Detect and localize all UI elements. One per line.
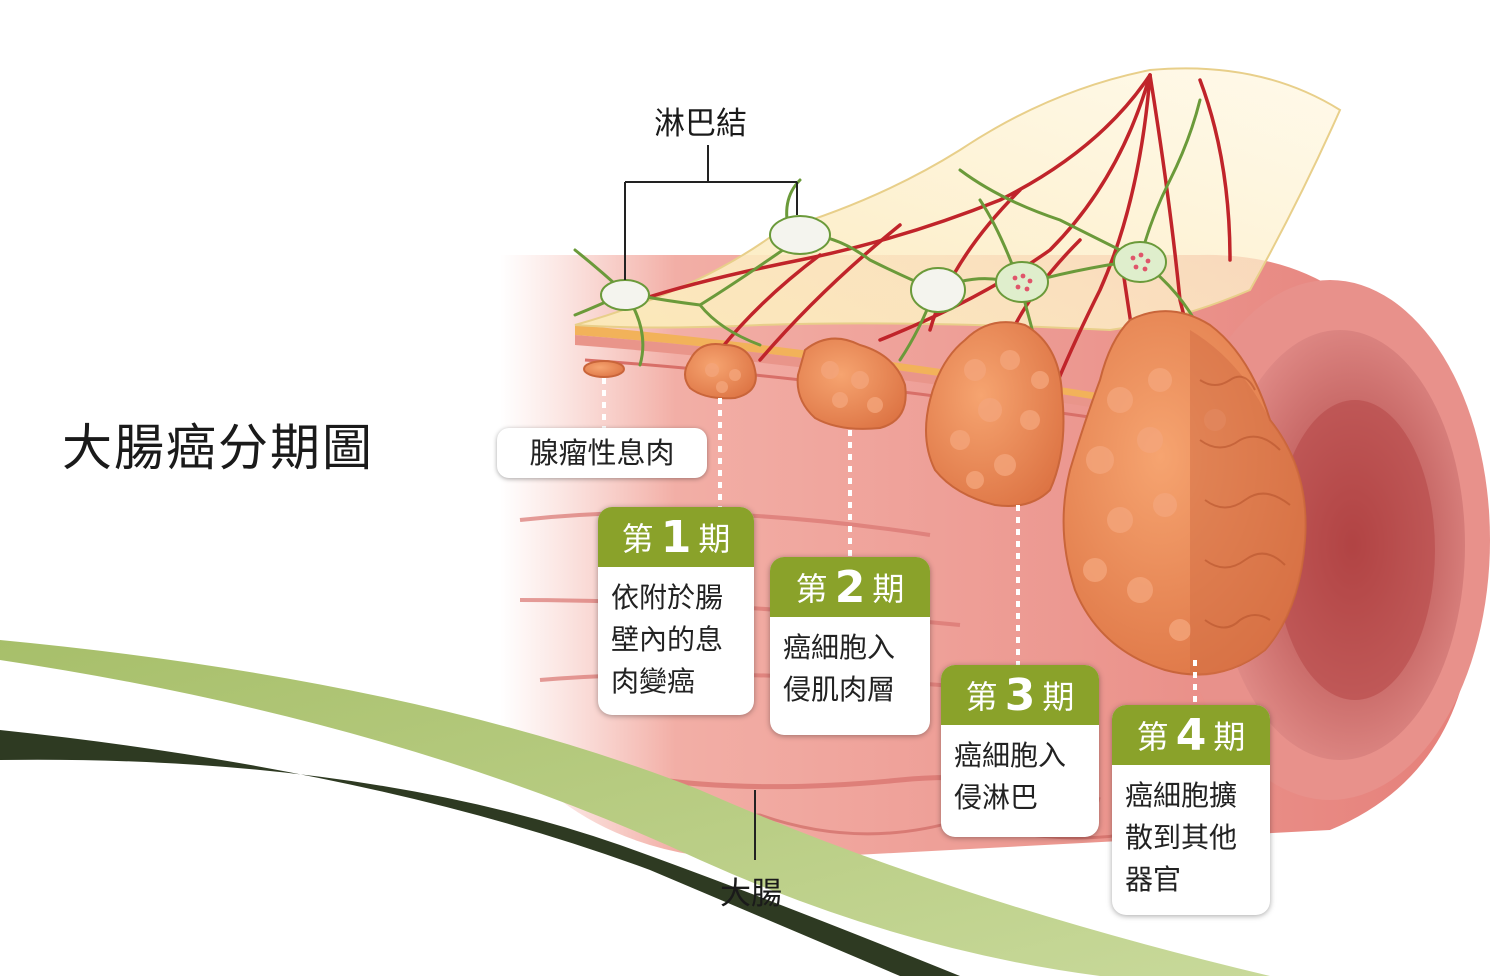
stage-number: 3 — [1005, 670, 1036, 721]
stage-4-description: 癌細胞擴 散到其他 器官 — [1112, 765, 1270, 915]
stage-1-header: 第 1 期 — [598, 507, 754, 567]
stage-number: 1 — [661, 512, 692, 563]
stage-2-card: 第 2 期 癌細胞入 侵肌肉層 — [770, 557, 930, 735]
stage-4-header: 第 4 期 — [1112, 705, 1270, 765]
stage-line: 壁內的息 — [611, 619, 742, 661]
stage-line: 侵淋巴 — [954, 777, 1087, 819]
stage-line: 癌細胞入 — [783, 627, 918, 669]
tumor-polyp — [584, 361, 624, 377]
stage-4-card: 第 4 期 癌細胞擴 散到其他 器官 — [1112, 705, 1270, 915]
stage-1-card: 第 1 期 依附於腸 壁內的息 肉變癌 — [598, 507, 754, 715]
stage-3-description: 癌細胞入 侵淋巴 — [941, 725, 1099, 833]
stage-line: 器官 — [1125, 859, 1258, 901]
stage-2-header: 第 2 期 — [770, 557, 930, 617]
stage-3-card: 第 3 期 癌細胞入 侵淋巴 — [941, 665, 1099, 837]
stage-3-header: 第 3 期 — [941, 665, 1099, 725]
stage-suffix: 期 — [1213, 712, 1245, 758]
lymph-node-label: 淋巴結 — [654, 98, 747, 143]
stage-prefix: 第 — [1137, 712, 1169, 758]
stage-prefix: 第 — [966, 672, 998, 718]
stage-prefix: 第 — [796, 564, 828, 610]
stage-number: 2 — [835, 562, 866, 613]
page-title: 大腸癌分期圖 — [62, 408, 374, 480]
stage-line: 癌細胞擴 — [1125, 775, 1258, 817]
stage-prefix: 第 — [622, 514, 654, 560]
polyp-label: 腺瘤性息肉 — [497, 428, 707, 478]
stage-suffix: 期 — [1042, 672, 1074, 718]
colon-label: 大腸 — [720, 868, 782, 913]
stage-1-description: 依附於腸 壁內的息 肉變癌 — [598, 567, 754, 715]
stage-2-description: 癌細胞入 侵肌肉層 — [770, 617, 930, 725]
stage-line: 癌細胞入 — [954, 735, 1087, 777]
stage-suffix: 期 — [872, 564, 904, 610]
stage-line: 散到其他 — [1125, 817, 1258, 859]
stage-line: 依附於腸 — [611, 577, 742, 619]
stage-line: 肉變癌 — [611, 661, 742, 703]
stage-number: 4 — [1176, 710, 1207, 761]
stage-line: 侵肌肉層 — [783, 669, 918, 711]
stage-suffix: 期 — [698, 514, 730, 560]
